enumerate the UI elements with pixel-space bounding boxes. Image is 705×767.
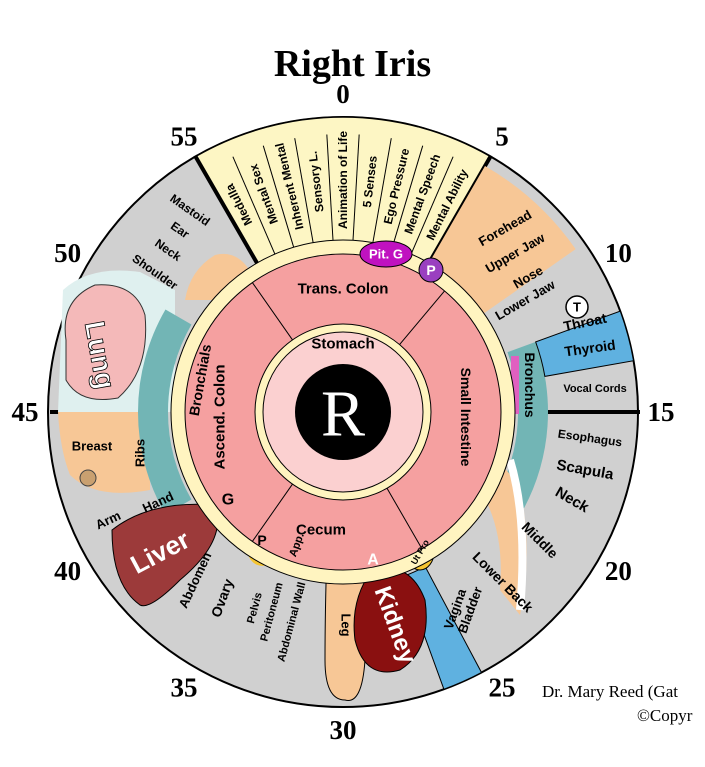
- label-a-badge: A: [367, 552, 379, 569]
- pupil: [295, 364, 391, 460]
- clock-number: 30: [330, 715, 357, 745]
- colon-label-small-intestine: Small Intestine: [458, 368, 474, 467]
- clock-number: 15: [648, 397, 675, 427]
- label-vocal-cords: Vocal Cords: [563, 383, 626, 395]
- p-badge-top: [418, 257, 444, 283]
- brain-divider: [389, 145, 424, 255]
- label-p-badge: P: [257, 532, 266, 548]
- bronchus-tube: [511, 356, 519, 414]
- pit-g-badge: [359, 240, 413, 268]
- clock-number: 10: [605, 238, 632, 268]
- label-breast: Breast: [72, 439, 113, 454]
- brain-divider: [232, 156, 279, 261]
- brain-divider: [294, 138, 315, 250]
- clock-number: 5: [495, 122, 509, 152]
- brain-divider: [326, 134, 334, 248]
- lung-shape: [64, 284, 147, 400]
- clock-number: 35: [171, 672, 198, 702]
- clock-number: 25: [489, 672, 516, 702]
- colon-divider: [399, 290, 445, 345]
- pit-g-label: Pit. G: [369, 247, 403, 262]
- brain-item: Animation of Life: [336, 131, 350, 229]
- breast-nipple: [79, 469, 97, 487]
- t-badge: [565, 295, 589, 319]
- label-leg: Leg: [339, 613, 354, 636]
- segment-boundary-line: [193, 154, 260, 266]
- credit-line-1: Dr. Mary Reed (Gat: [542, 682, 678, 701]
- brain-divider: [371, 138, 392, 250]
- p-label-top: P: [426, 262, 435, 278]
- thyroid-band: [534, 310, 635, 377]
- label-ribs: Ribs: [133, 439, 148, 467]
- colon-label-ascend: Ascend. Colon: [212, 364, 229, 469]
- clock-number: 50: [54, 238, 81, 268]
- page-title: Right Iris: [273, 43, 432, 85]
- breast-region: [58, 412, 150, 493]
- kidney-shape: [353, 567, 427, 673]
- colon-label-trans: Trans. Colon: [298, 281, 389, 298]
- clock-number: 20: [605, 556, 632, 586]
- label-bronchus: Bronchus: [522, 352, 538, 418]
- clock-number: 45: [12, 397, 39, 427]
- liver-shape: [111, 503, 219, 607]
- brain-divider: [407, 156, 454, 261]
- colon-divider: [251, 282, 293, 341]
- bronchials-band: [138, 309, 192, 515]
- brain-divider: [262, 145, 297, 255]
- label-thyroid: Thyroid: [563, 337, 616, 360]
- label-t-badge: T: [573, 300, 581, 315]
- credit-line-2: ©Copyr: [637, 706, 693, 725]
- clock-number: 40: [54, 556, 81, 586]
- colon-label-cecum: Cecum: [296, 522, 346, 539]
- brain-item: 5 Senses: [360, 155, 380, 209]
- label-g-badge: G: [222, 492, 234, 509]
- spine-white: [506, 458, 527, 611]
- colon-divider: [386, 487, 423, 550]
- brain-divider: [352, 134, 360, 248]
- clock-number: 0: [336, 79, 350, 109]
- center-letter: R: [321, 378, 365, 451]
- face-region: [429, 166, 576, 314]
- colon-divider: [251, 483, 293, 542]
- clock-number: 55: [171, 122, 198, 152]
- stomach-label: Stomach: [311, 336, 374, 353]
